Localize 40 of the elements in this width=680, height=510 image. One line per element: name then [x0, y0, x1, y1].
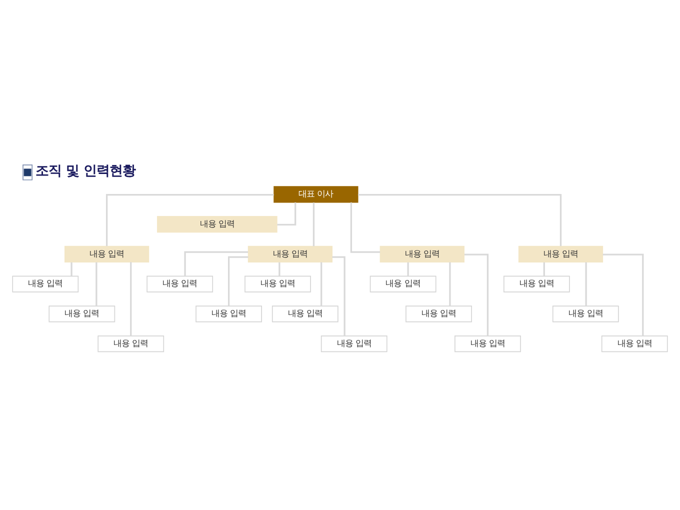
connector	[312, 202, 315, 246]
connector	[70, 262, 72, 276]
node-box: 내용 입력	[196, 306, 262, 322]
connector	[464, 254, 489, 336]
connector	[320, 262, 322, 306]
node-box: 내용 입력	[518, 246, 604, 262]
connector	[585, 262, 587, 306]
connector	[106, 194, 274, 246]
node-box: 내용 입력	[12, 276, 79, 292]
node-box: 내용 입력	[601, 336, 668, 352]
connector	[350, 202, 380, 253]
node-box: 내용 입력	[406, 306, 472, 322]
connector	[358, 194, 562, 246]
connector	[449, 262, 451, 306]
node-box: 내용 입력	[244, 276, 311, 292]
connector	[130, 262, 132, 336]
node-box: 내용 입력	[157, 216, 278, 233]
node-box: 내용 입력	[248, 246, 333, 262]
node-box: 내용 입력	[454, 336, 521, 352]
node-box: 내용 입력	[503, 276, 570, 292]
node-box: 내용 입력	[272, 306, 338, 322]
connector	[332, 256, 346, 336]
node-box: 내용 입력	[64, 246, 150, 262]
connector	[543, 262, 545, 276]
connector	[184, 251, 248, 276]
diagram-title: 조직 및 인력현황	[35, 164, 136, 179]
connector	[277, 202, 296, 226]
connector	[602, 254, 644, 336]
node-box: 내용 입력	[320, 336, 388, 352]
connector	[278, 262, 280, 276]
node-box: 내용 입력	[98, 336, 164, 352]
connector	[407, 262, 409, 276]
node-box: 내용 입력	[48, 306, 116, 322]
node-box: 내용 입력	[370, 276, 436, 292]
node-box: 내용 입력	[146, 276, 214, 292]
connector	[96, 262, 98, 306]
node-box: 내용 입력	[380, 246, 464, 262]
connector	[228, 256, 248, 306]
node-box: 내용 입력	[552, 306, 619, 322]
node-box: 대표 이사	[274, 186, 358, 203]
